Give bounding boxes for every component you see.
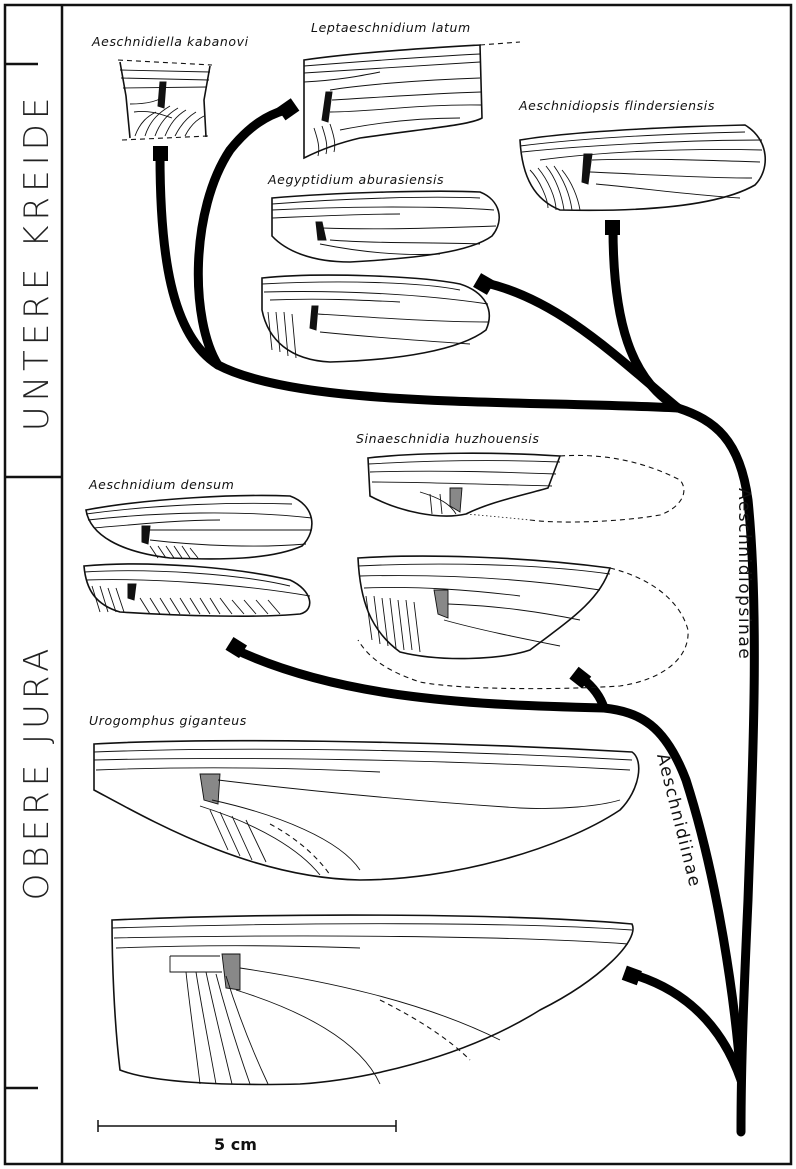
- terminal-marker-leptaeschnidium: [277, 98, 300, 120]
- species-label-aegyptidium: Aegyptidium aburasiensis: [267, 172, 444, 187]
- branch-to-urogomphus: [638, 976, 741, 1080]
- wing-urogomphus-fore: [94, 741, 639, 880]
- branch-to-aeschnidium: [232, 648, 604, 708]
- branch-to-leptaeschnidium: [198, 110, 285, 365]
- wing-aegyptidium-fore: [272, 191, 499, 262]
- wing-sinaeschnidia-hind: [358, 556, 688, 688]
- wing-aeschnidium-hind: [84, 564, 310, 616]
- species-label-urogomphus: Urogomphus giganteus: [89, 713, 247, 728]
- species-label-aeschnidium: Aeschnidium densum: [88, 477, 234, 492]
- species-label-sinaeschnidia: Sinaeschnidia huzhouensis: [356, 431, 539, 446]
- terminal-marker-aeschnidiella: [153, 146, 168, 161]
- wing-aeschnidiopsis: [520, 125, 765, 210]
- terminal-marker-aeschnidiopsis: [605, 220, 620, 235]
- branch-to-aegyptidium: [486, 283, 678, 408]
- species-label-leptaeschnidium: Leptaeschnidium latum: [311, 20, 471, 35]
- branch-to-left-clade: [218, 365, 678, 408]
- wing-leptaeschnidium: [304, 42, 520, 158]
- wing-aeschnidium-fore: [86, 496, 312, 559]
- species-label-aeschnidiella: Aeschnidiella kabanovi: [91, 34, 249, 49]
- wing-urogomphus-hind: [112, 915, 633, 1084]
- scale-bar: 5 cm: [98, 1120, 396, 1154]
- epoch-label-untere-kreide: UNTERE KREIDE: [17, 93, 57, 432]
- wing-aeschnidiella: [118, 60, 212, 140]
- phylogenetic-tree: [153, 98, 754, 1132]
- clade-label-aeschnidiopsinae: Aeschnidiopsinae: [734, 488, 754, 660]
- wing-sinaeschnidia-fore: [368, 453, 684, 522]
- epoch-label-obere-jura: OBERE JURA: [17, 644, 57, 901]
- terminal-marker-urogomphus: [622, 966, 642, 986]
- wing-aegyptidium-hind: [262, 275, 489, 362]
- species-label-aeschnidiopsis: Aeschnidiopsis flindersiensis: [518, 98, 715, 113]
- scale-bar-label: 5 cm: [214, 1135, 257, 1154]
